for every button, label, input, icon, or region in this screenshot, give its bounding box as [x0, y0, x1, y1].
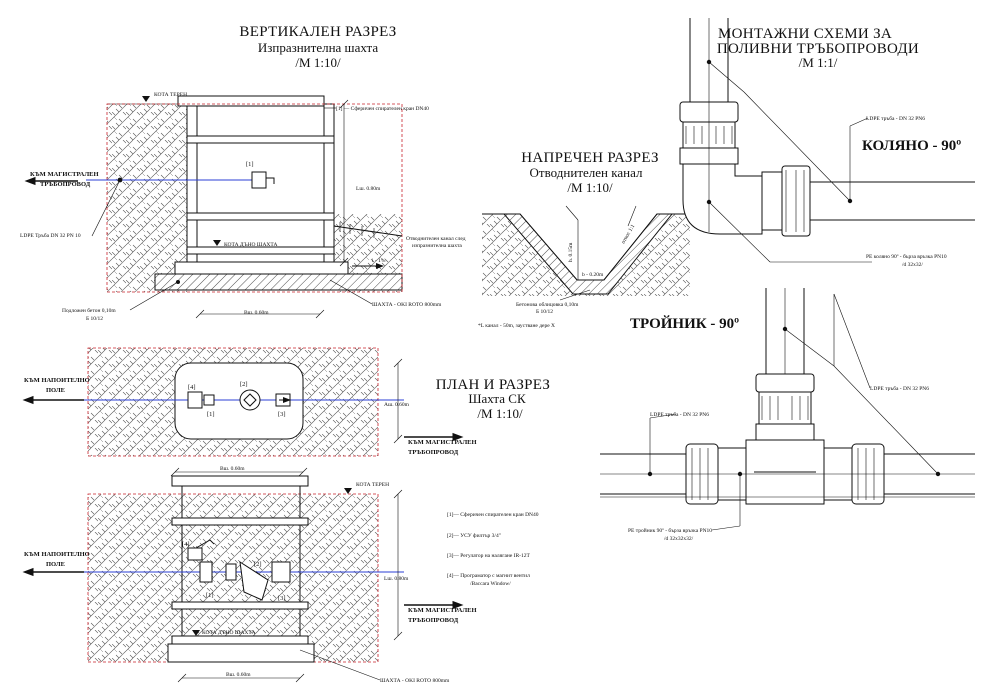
tee-ldpe-right: LDPE тръба - DN 32 PN6: [870, 385, 929, 392]
base-label-2: Б 10/12: [86, 316, 103, 322]
plan-n3: [3]: [278, 411, 286, 418]
legend-4b: /Baccara Window/: [470, 581, 511, 587]
plan-width-label: Аш. 0.60m: [384, 402, 410, 408]
legend-1: [1]— Сферичен спирателен кран DN40: [447, 511, 539, 518]
elbow-title: КОЛЯНО - 90º: [862, 138, 961, 154]
sk-to-field-2: ПОЛЕ: [46, 561, 65, 568]
sk-n3: [3]: [278, 595, 286, 602]
mounting-title-2: ПОЛИВНИ ТРЪБОПРОВОДИ: [717, 41, 919, 57]
tee-ldpe-left: LDPE тръба - DN 32 PN6: [650, 411, 709, 418]
to-main-label-1: КЪМ МАГИСТРАЛЕН: [30, 171, 99, 178]
sk-programmer-icon: [187, 547, 203, 561]
shaft-lid: [177, 95, 325, 107]
mounting-title-1: МОНТАЖНИ СХЕМИ ЗА: [718, 26, 892, 42]
tee-pe-label-1: PE тройник 90º - бърза връзка PN10: [628, 527, 712, 534]
legend-3: [3]— Регулатор на налягане IR-12T: [447, 553, 530, 559]
depth-label: Lш. 0.80m: [356, 186, 381, 192]
tee-fitting: LDPE тръба - DN 32 PN6 LDPE тръба - DN 3…: [600, 288, 975, 542]
programmer-icon: [187, 391, 203, 409]
sk-to-main-2: ТРЪБОПРОВОД: [408, 617, 459, 624]
cross-section-title: НАПРЕЧЕН РАЗРЕЗ: [521, 150, 659, 166]
plan-length-label: Вш. 0.60m: [220, 466, 245, 472]
sk-filter-icon: [239, 560, 269, 601]
sk-lid: [171, 475, 309, 487]
sk-depth: Lш. 0.80m: [384, 576, 409, 582]
valve-callout: [1] — Сферичен спирателен кран DN40: [336, 105, 429, 112]
sk-n1: [1]: [206, 592, 214, 599]
legend-2: [2]— УСУ филтър 3/4": [447, 532, 501, 539]
base-label-1: Подложен бетон 0,10m: [62, 307, 116, 314]
item-1-label: [1]: [246, 161, 254, 168]
vertical-section-scale: /М 1:10/: [295, 55, 341, 70]
valve-plan-icon: [203, 394, 215, 406]
sk-section: [4] [2] [1] [3] КОТА ТЕРЕН КОТА ДЪНО ШАХ…: [22, 475, 477, 684]
lining-label-2: Б 10/12: [536, 309, 553, 315]
shaft-label: ШАХТА - OKI ROTO 800mm: [372, 302, 442, 308]
soil-left: [107, 104, 187, 292]
legend-4a: [4]— Програматор с магнит вентил: [447, 573, 530, 579]
plan-scale: /М 1:10/: [477, 406, 523, 421]
elbow-fitting: LDPE тръба - DN 32 PN6 PE коляно 90º - б…: [679, 18, 975, 268]
channel-note: *L канал - 50m, заустване дере X: [478, 323, 555, 329]
plan-title: ПЛАН И РАЗРЕЗ: [436, 377, 551, 393]
sk-to-field-1: КЪМ НАПОИТЕЛНО: [24, 551, 90, 558]
vertical-section: ВЕРТИКАЛЕН РАЗРЕЗ Изпразнителна шахта /М…: [20, 24, 466, 322]
sk-kota-teren: КОТА ТЕРЕН: [356, 482, 389, 488]
ldpe-label: LDPE Тръба DN 32 PN 10: [20, 232, 81, 239]
to-main-label-2: ТРЪБОПРОВОД: [40, 181, 91, 188]
elbow-ldpe-label: LDPE тръба - DN 32 PN6: [866, 115, 925, 122]
sk-n4: [4]: [182, 541, 190, 548]
b-label: b - 0.20m: [582, 272, 604, 278]
mounting-scale: /М 1:1/: [799, 55, 838, 70]
vertical-section-subtitle: Изпразнителна шахта: [258, 40, 379, 55]
plan-to-main-1: КЪМ МАГИСТРАЛЕН: [408, 439, 477, 446]
vertical-section-title: ВЕРТИКАЛЕН РАЗРЕЗ: [239, 24, 396, 40]
sk-regulator-icon: [271, 561, 291, 583]
tee-pe-label-2: /d 32x32x32/: [664, 536, 694, 542]
slope-label: i - 1%: [372, 258, 386, 264]
plan-subtitle: Шахта СК: [468, 391, 526, 406]
base-concrete: [154, 273, 403, 291]
legend: [1]— Сферичен спирателен кран DN40 [2]— …: [447, 511, 539, 587]
plan-section: ПЛАН И РАЗРЕЗ Шахта СК /М 1:10/ [4] [2] …: [22, 347, 551, 477]
width-label: Вш. 0.60m: [244, 310, 269, 316]
channel-label-1: Отводнителен канал след: [406, 236, 466, 242]
plan-to-field-1: КЪМ НАПОИТЕЛНО: [24, 377, 90, 384]
elbow-pe-label-2: /d 32x32/: [902, 262, 923, 268]
kota-dano-label: КОТА ДЪНО ШАХТА: [224, 242, 277, 248]
mounting-schemes: МОНТАЖНИ СХЕМИ ЗА ПОЛИВНИ ТРЪБОПРОВОДИ /…: [600, 18, 975, 542]
sk-valve-icon: [199, 561, 213, 583]
channel-lining: [502, 213, 674, 295]
channel-label-2: изпразнителна шахта: [412, 243, 462, 249]
sk-shaft: ШАХТА - OKI ROTO 800mm: [380, 678, 450, 684]
h-label: h. 0.15m: [568, 242, 574, 262]
cross-section: НАПРЕЧЕН РАЗРЕЗ Отводнителен канал /М 1:…: [478, 150, 690, 329]
sk-width: Вш. 0.60m: [226, 672, 251, 678]
plan-to-main-2: ТРЪБОПРОВОД: [408, 449, 459, 456]
sk-n2: [2]: [254, 561, 262, 568]
filter-plan-icon: [239, 389, 261, 411]
cross-section-subtitle: Отводнителен канал: [530, 165, 643, 180]
elbow-pe-label-1: PE коляно 90º - бърза връзка PN10: [866, 253, 947, 260]
sk-to-main-1: КЪМ МАГИСТРАЛЕН: [408, 607, 477, 614]
plan-n4: [4]: [188, 384, 196, 391]
sk-kota-dano: КОТА ДЪНО ШАХТА: [202, 630, 255, 636]
sk-base: [167, 643, 315, 663]
lining-label-1: Бетонова облицовка 0,10m: [516, 301, 579, 308]
tee-title: ТРОЙНИК - 90º: [630, 315, 739, 332]
plan-to-field-2: ПОЛЕ: [46, 387, 65, 394]
kota-teren-label: КОТА ТЕРЕН: [154, 92, 187, 98]
cross-section-scale: /М 1:10/: [567, 180, 613, 195]
valve-icon: [251, 171, 267, 189]
plan-n1: [1]: [207, 411, 215, 418]
plan-n2: [2]: [240, 381, 248, 388]
plan-shaft: [174, 362, 304, 440]
